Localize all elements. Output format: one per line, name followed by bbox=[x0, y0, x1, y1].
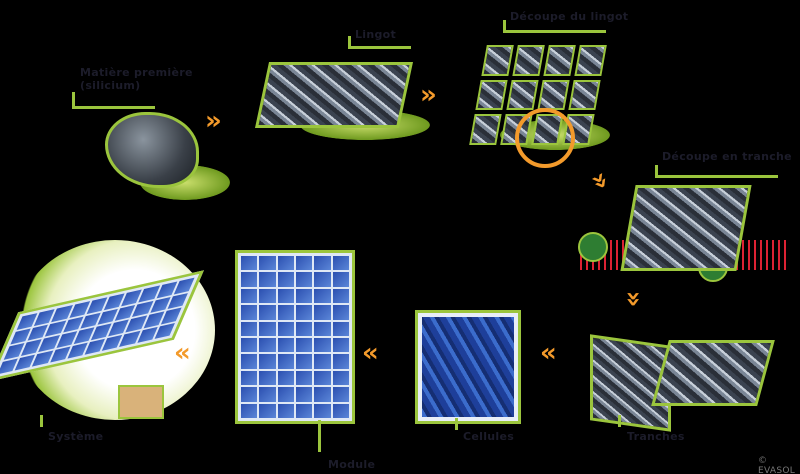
label-cells: Cellules bbox=[463, 430, 515, 443]
label-system: Système bbox=[48, 430, 104, 443]
silicon-rock-image bbox=[105, 112, 199, 188]
system-callout bbox=[40, 415, 73, 427]
label-module: Module bbox=[328, 458, 376, 471]
wafer-cut-callout bbox=[655, 165, 778, 178]
arrow-right-icon: » bbox=[420, 80, 437, 110]
wafer-slicing-image bbox=[620, 185, 752, 271]
wafer-image bbox=[651, 340, 775, 406]
cell-image bbox=[415, 310, 521, 424]
inverter-box-image bbox=[118, 385, 164, 419]
arrow-left-icon: » bbox=[362, 338, 379, 368]
label-ingot-cut: Découpe du lingot bbox=[510, 10, 629, 23]
module-image bbox=[235, 250, 355, 424]
label-ingot: Lingot bbox=[355, 28, 397, 41]
module-callout bbox=[318, 420, 361, 452]
label-wafers: Tranches bbox=[627, 430, 685, 443]
cells-callout bbox=[455, 418, 488, 430]
arrow-left-icon: » bbox=[174, 338, 191, 368]
label-wafer-cut: Découpe en tranche bbox=[662, 150, 792, 163]
raw-callout bbox=[72, 92, 155, 109]
arrow-left-icon: » bbox=[540, 338, 557, 368]
wafers-callout bbox=[618, 415, 661, 427]
highlight-circle bbox=[515, 108, 575, 168]
copyright: © EVASOL bbox=[758, 456, 796, 474]
ingot-cut-callout bbox=[503, 20, 606, 33]
roller-left bbox=[578, 232, 608, 262]
arrow-down-icon: » bbox=[583, 166, 618, 196]
ingot-callout bbox=[348, 36, 411, 49]
arrow-down-icon: » bbox=[618, 290, 649, 308]
arrow-right-icon: » bbox=[205, 106, 222, 136]
ingot-image bbox=[254, 62, 414, 128]
label-raw-material: Matière première (silicium) bbox=[80, 66, 193, 92]
